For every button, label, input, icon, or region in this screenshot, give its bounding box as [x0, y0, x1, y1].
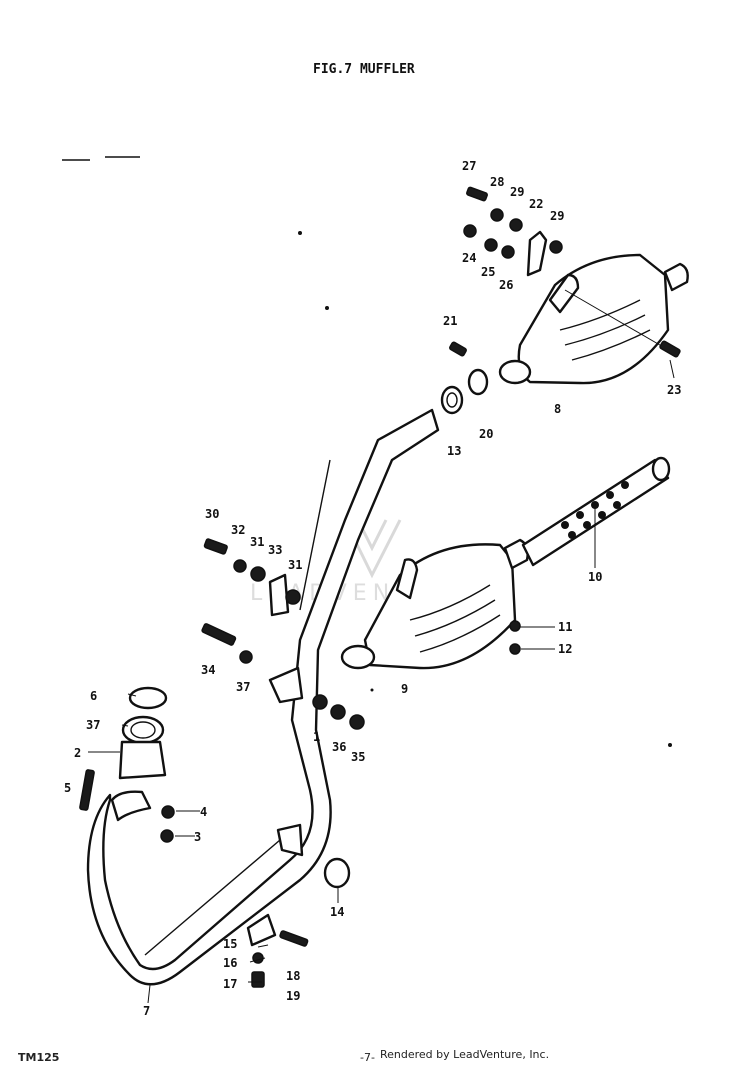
part-label: 10 [588, 570, 602, 584]
part-label: 24 [462, 251, 476, 265]
part-label: 20 [479, 427, 493, 441]
part-label: 21 [443, 314, 457, 328]
part-label: 3 [194, 830, 201, 844]
part-label: 22 [529, 197, 543, 211]
part-label: 8 [554, 402, 561, 416]
part-label: 2 [74, 746, 81, 760]
part-label: 31 [288, 558, 302, 572]
model-code: TM125 [18, 1051, 59, 1064]
tail-pipe [509, 456, 671, 655]
part-label: 15 [223, 937, 237, 951]
part-label: 14 [330, 905, 344, 919]
part-label: 27 [462, 159, 476, 173]
exhaust-flange-parts [79, 686, 351, 988]
page-number: -7- [360, 1051, 375, 1064]
part-label: 29 [510, 185, 524, 199]
upper-muffler [498, 253, 689, 385]
part-label: 35 [351, 750, 365, 764]
render-credit: Rendered by LeadVenture, Inc. [380, 1048, 549, 1061]
part-label: 13 [447, 444, 461, 458]
exhaust-pipe [86, 408, 440, 986]
part-label: 32 [231, 523, 245, 537]
joint-gasket-and-clamp [440, 368, 489, 415]
part-label: 11 [558, 620, 572, 634]
part-label: 12 [558, 642, 572, 656]
part-label: 36 [332, 740, 346, 754]
part-label: 5 [64, 781, 71, 795]
part-label: 16 [223, 956, 237, 970]
scan-specks [62, 156, 672, 747]
part-label: 9 [401, 682, 408, 696]
part-label: 28 [490, 175, 504, 189]
part-label: 1 [313, 730, 320, 744]
exhaust-mount-hardware [201, 538, 365, 730]
part-number-labels: 27 28 29 22 29 24 25 26 21 23 8 13 20 30… [64, 159, 681, 1018]
part-label: 7 [143, 1004, 150, 1018]
upper-mount-hardware [449, 186, 681, 358]
figure-title: FIG.7 MUFFLER [313, 62, 415, 77]
part-label: 29 [550, 209, 564, 223]
part-label: 37 [236, 680, 250, 694]
part-label: 33 [268, 543, 282, 557]
part-label: 37 [86, 718, 100, 732]
part-label: 25 [481, 265, 495, 279]
part-label: 34 [201, 663, 215, 677]
part-label: 17 [223, 977, 237, 991]
part-label: 23 [667, 383, 681, 397]
part-label: 31 [250, 535, 264, 549]
part-label: 26 [499, 278, 513, 292]
leader-lines [88, 359, 675, 1004]
lower-muffler [340, 538, 529, 670]
part-label: 18 [286, 969, 300, 983]
part-label: 19 [286, 989, 300, 1003]
part-label: 30 [205, 507, 219, 521]
part-label: 4 [200, 805, 207, 819]
part-label: 6 [90, 689, 97, 703]
